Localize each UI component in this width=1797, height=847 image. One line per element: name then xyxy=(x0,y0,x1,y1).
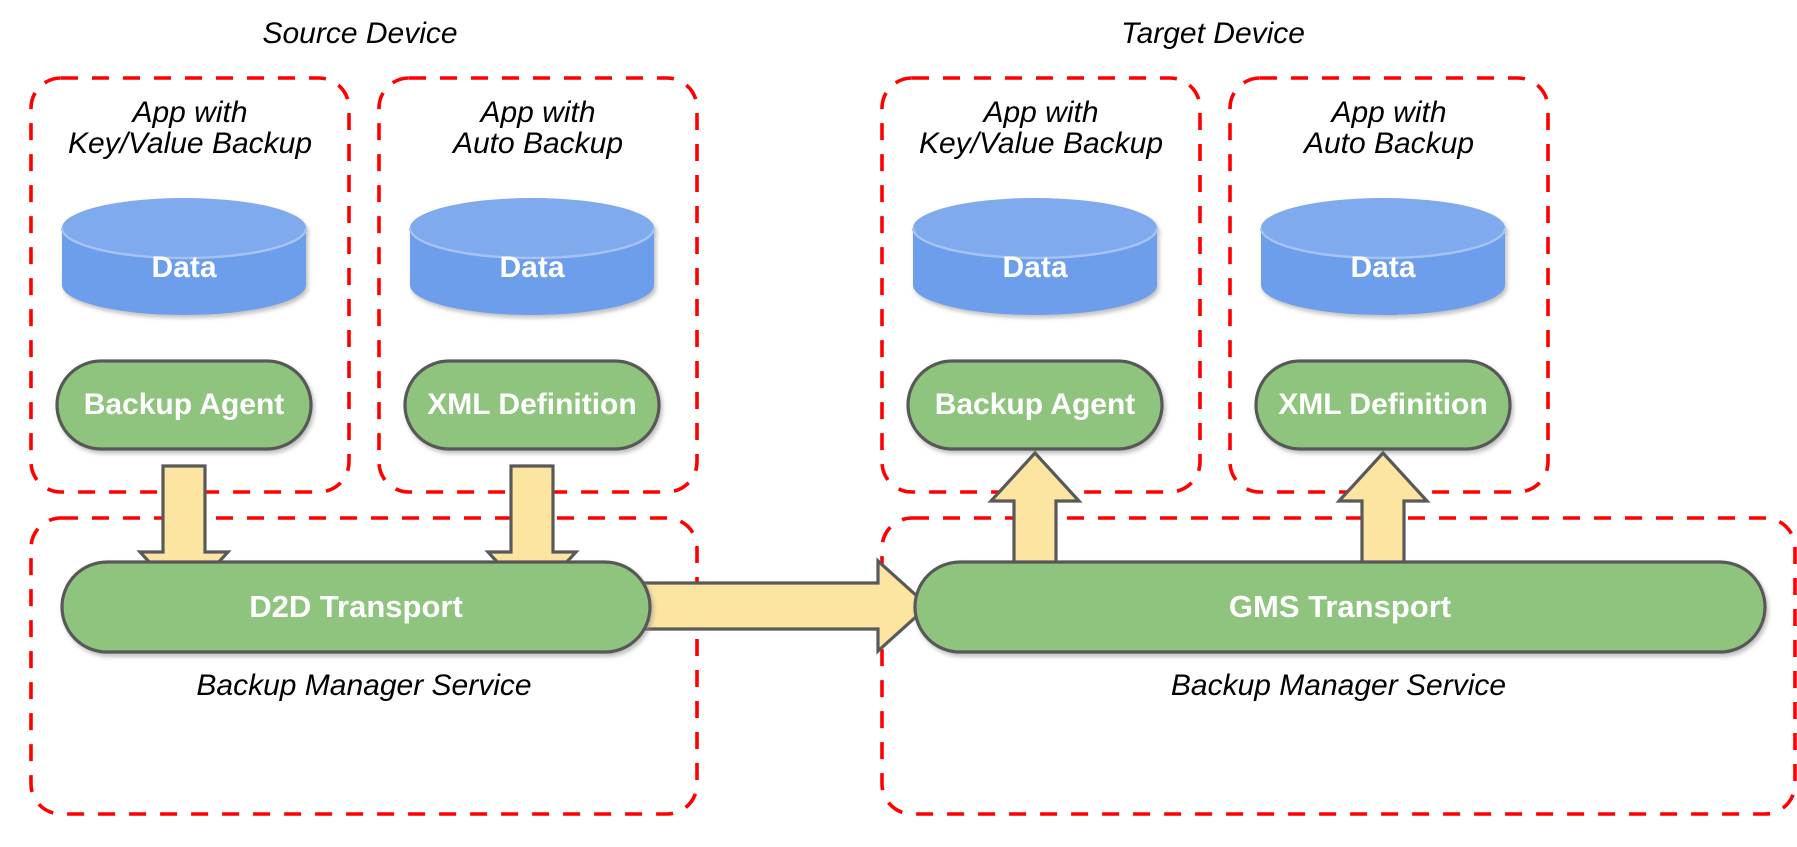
arrow-gms-to-xml-definition-icon xyxy=(1335,450,1431,569)
transport-pill-d2d xyxy=(60,560,652,654)
component-pill-xml-definition-target xyxy=(1254,359,1512,451)
data-cylinder-source-auto xyxy=(408,198,656,315)
app-boundary-source-auto xyxy=(377,76,699,494)
data-cylinder-target-auto xyxy=(1259,198,1507,315)
arrow-gms-to-backup-agent-icon xyxy=(987,450,1083,569)
service-boundary-target xyxy=(880,516,1797,816)
app-boundary-source-keyvalue xyxy=(29,76,351,494)
arrow-d2d-to-gms-icon xyxy=(638,557,931,655)
transport-pill-gms xyxy=(913,560,1767,654)
component-pill-xml-definition-source xyxy=(403,359,661,451)
service-boundary-source xyxy=(29,516,699,816)
data-cylinder-source-keyvalue xyxy=(60,198,308,315)
component-pill-backup-agent-target xyxy=(906,359,1164,451)
data-cylinder-target-keyvalue xyxy=(911,198,1159,315)
component-pill-backup-agent-source xyxy=(55,359,313,451)
app-boundary-target-keyvalue xyxy=(880,76,1202,494)
app-boundary-target-auto xyxy=(1228,76,1550,494)
